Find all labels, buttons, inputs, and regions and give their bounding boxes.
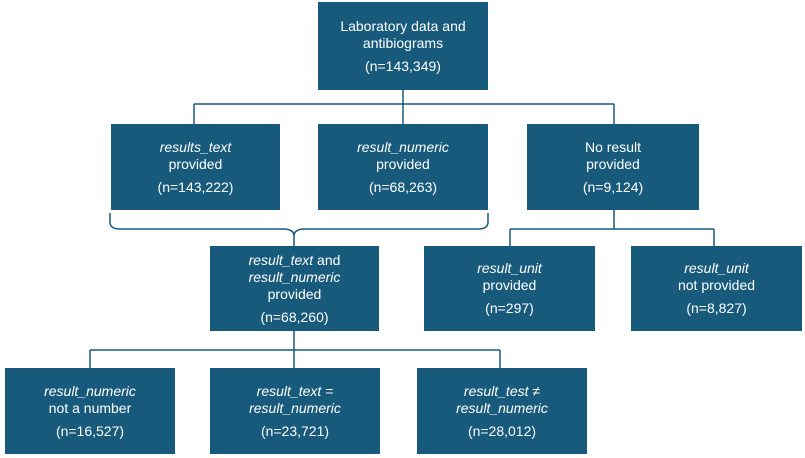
node-root: Laboratory data and antibiograms (n=143,… <box>318 2 488 90</box>
node-no-result: No result provided (n=9,124) <box>527 124 699 210</box>
node-equal-count: (n=23,721) <box>260 422 330 439</box>
node-both-line1-italic: result_text <box>248 251 314 268</box>
node-text-and-numeric: result_text and result_numeric provided … <box>210 246 379 331</box>
node-numeric-line2: provided <box>376 155 430 172</box>
node-unit-provided: result_unit provided (n=297) <box>424 246 595 331</box>
node-both-line1-and: and <box>313 251 341 268</box>
node-text-line1: results_text <box>159 138 232 155</box>
node-unit-no-count: (n=8,827) <box>686 300 747 316</box>
node-unit-yes-count: (n=297) <box>485 300 534 316</box>
node-root-line2: antibiograms <box>362 34 444 51</box>
node-result-numeric-provided: result_numeric provided (n=68,263) <box>318 124 488 210</box>
node-equal-line1: result_text = <box>256 382 334 399</box>
node-unit-not-provided: result_unit not provided (n=8,827) <box>631 246 802 331</box>
node-nan-count: (n=16,527) <box>55 422 125 439</box>
node-both-line3: provided <box>267 285 322 302</box>
node-none-line2: provided <box>586 155 640 172</box>
node-none-line1: No result <box>584 138 642 155</box>
node-nan-line2: not a number <box>48 399 132 416</box>
node-nan-line1: result_numeric <box>44 382 136 399</box>
node-none-count: (n=9,124) <box>582 178 644 195</box>
node-text-line2: provided <box>168 155 223 172</box>
node-root-count: (n=143,349) <box>365 57 441 74</box>
node-numeric-line1: result_numeric <box>357 138 449 155</box>
node-notequal-line1: result_test ≠ <box>463 382 541 399</box>
node-equal-line2: result_numeric <box>249 399 341 416</box>
node-unit-yes-line2: provided <box>482 277 537 293</box>
node-both-line2: result_numeric <box>248 268 341 285</box>
node-numeric-count: (n=68,263) <box>368 178 438 195</box>
node-unit-yes-line1: result_unit <box>477 260 542 276</box>
node-text-not-equal-numeric: result_test ≠ result_numeric (n=28,012) <box>417 368 587 454</box>
node-unit-no-line2: not provided <box>677 277 756 293</box>
node-results-text-provided: results_text provided (n=143,222) <box>111 124 280 210</box>
node-notequal-line2: result_numeric <box>456 399 548 416</box>
node-both-line1: result_text and <box>249 252 341 269</box>
node-both-count: (n=68,260) <box>260 308 329 325</box>
node-root-line1: Laboratory data and <box>340 17 466 34</box>
node-notequal-count: (n=28,012) <box>467 422 537 439</box>
bracket-text-numeric <box>109 213 489 237</box>
node-unit-no-line1: result_unit <box>684 260 749 276</box>
node-numeric-not-a-number: result_numeric not a number (n=16,527) <box>5 368 175 454</box>
node-text-equals-numeric: result_text = result_numeric (n=23,721) <box>210 368 380 454</box>
node-text-count: (n=143,222) <box>157 178 234 195</box>
